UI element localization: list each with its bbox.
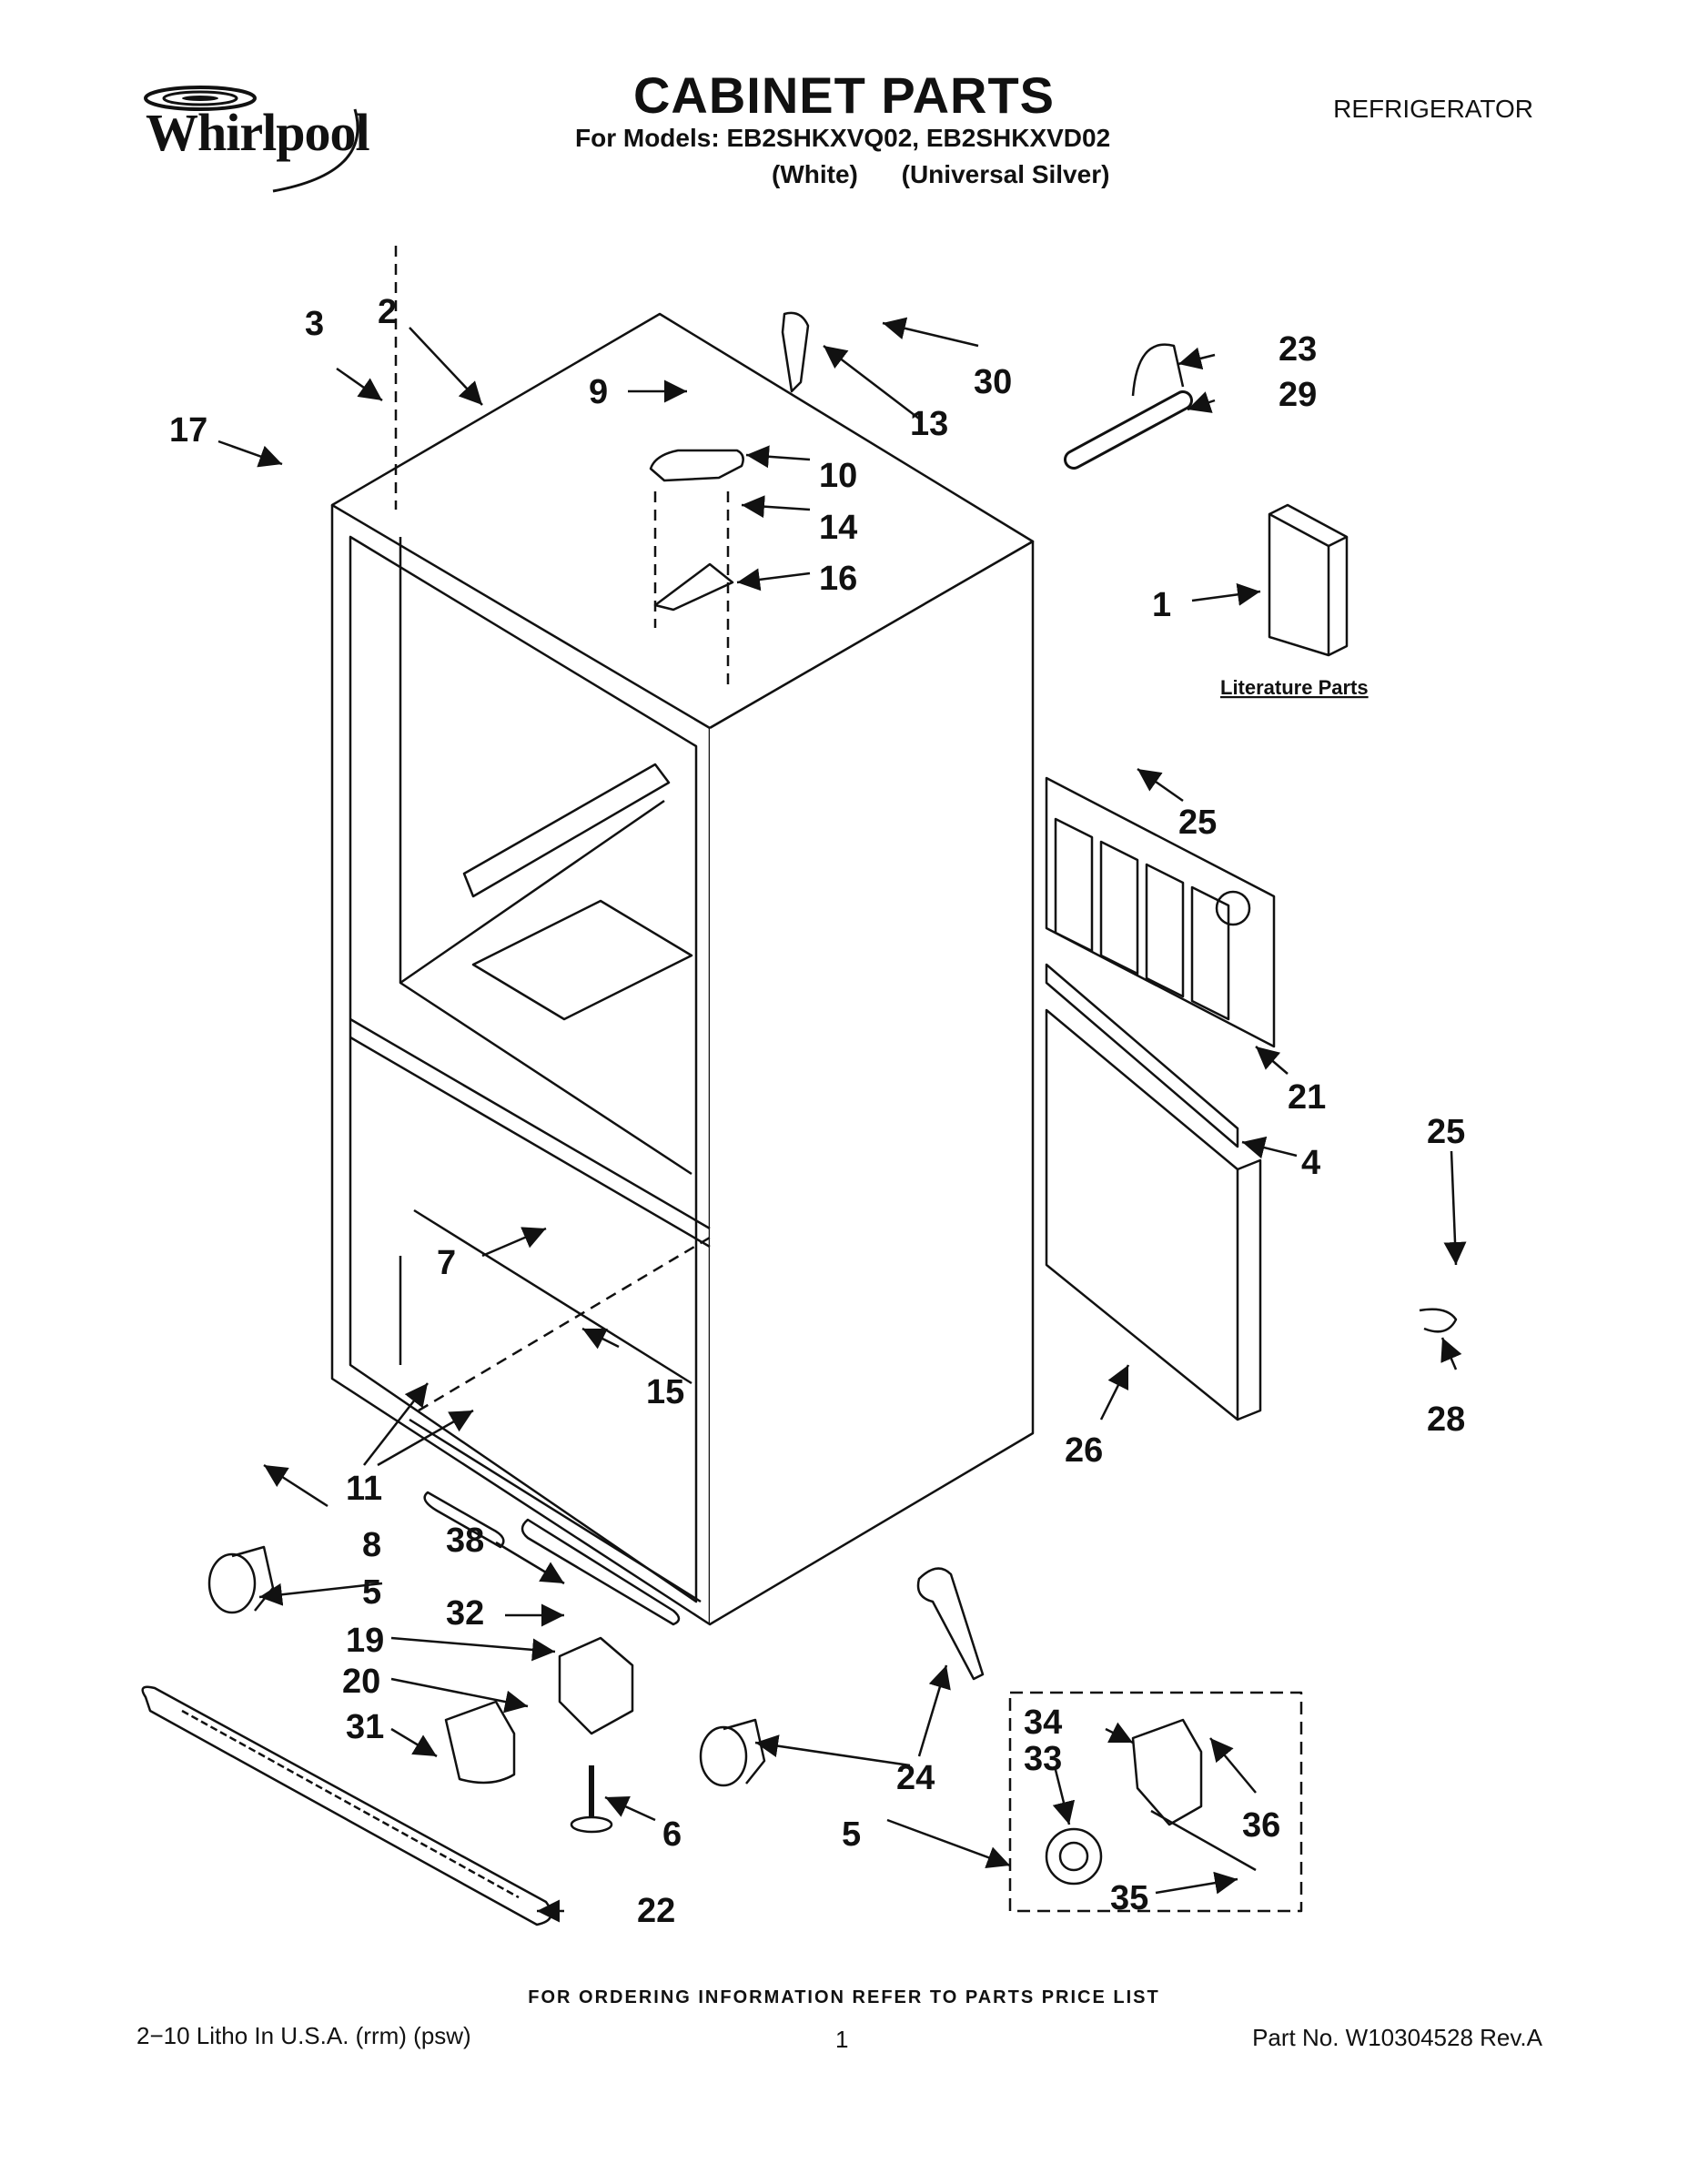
callout-21: 21: [1288, 1078, 1326, 1117]
callout-3: 3: [305, 305, 324, 343]
literature-parts-label: Literature Parts: [1220, 676, 1369, 699]
callout-17: 17: [169, 411, 207, 450]
callout-36: 36: [1242, 1806, 1280, 1845]
literature-booklet: [1268, 512, 1330, 657]
door-handle: [916, 1567, 985, 1681]
appliance-category: REFRIGERATOR: [1333, 95, 1533, 123]
page-number: 1: [835, 2026, 849, 2053]
callout-26: 26: [1065, 1431, 1103, 1470]
callout-38: 38: [446, 1522, 484, 1560]
caster-left: [207, 1552, 257, 1614]
hinge-cover-part: [649, 449, 744, 482]
callout-15: 15: [646, 1373, 684, 1411]
hinge-pin-part: [781, 311, 810, 393]
models-line: For Models: EB2SHKXVQ02, EB2SHKXVD02: [575, 124, 1111, 152]
callout-31: 31: [346, 1708, 384, 1746]
whirlpool-logo-swirl: [144, 86, 359, 193]
model-variants: (White) (Universal Silver): [772, 160, 1146, 189]
part-number: Part No. W10304528 Rev.A: [1252, 2024, 1542, 2051]
page-title: CABINET PARTS: [632, 66, 1056, 124]
callout-19: 19: [346, 1622, 384, 1660]
ordering-note: FOR ORDERING INFORMATION REFER TO PARTS …: [528, 1987, 1160, 2007]
callout-8: 8: [362, 1526, 381, 1564]
callout-32: 32: [446, 1594, 484, 1633]
callout-2: 2: [378, 293, 397, 331]
leg-cover: [444, 1700, 516, 1785]
brand-logo: Whirlpool: [146, 103, 370, 162]
variant-universal-silver: (Universal Silver): [901, 160, 1110, 188]
callout-13: 13: [910, 405, 948, 443]
callout-23: 23: [1279, 330, 1317, 369]
caster-center: [699, 1725, 748, 1787]
tube-clamp: [1419, 1308, 1458, 1333]
upper-hinge-part: [653, 562, 734, 612]
callout-9: 9: [589, 373, 608, 411]
callout-29: 29: [1279, 376, 1317, 414]
roller-kit-box: [1008, 1691, 1303, 1913]
callout-5-left: 5: [362, 1573, 381, 1612]
toe-panel: [1045, 1008, 1239, 1421]
cabinet-body: [330, 312, 1035, 1626]
callout-5-center: 5: [842, 1815, 861, 1854]
callout-33: 33: [1024, 1740, 1062, 1778]
variant-white: (White): [772, 160, 858, 188]
leveler-bracket: [558, 1636, 634, 1735]
callout-25-right: 25: [1427, 1113, 1465, 1151]
callout-34: 34: [1024, 1704, 1062, 1742]
callout-30: 30: [974, 363, 1012, 401]
callout-4: 4: [1301, 1144, 1320, 1182]
callout-22: 22: [637, 1892, 675, 1930]
callout-24: 24: [896, 1759, 935, 1797]
callout-7: 7: [437, 1244, 456, 1282]
callout-25-top: 25: [1178, 804, 1217, 842]
callout-20: 20: [342, 1663, 380, 1701]
callout-1: 1: [1152, 586, 1171, 624]
litho-info: 2−10 Litho In U.S.A. (rrm) (psw): [136, 2022, 471, 2049]
callout-28: 28: [1427, 1400, 1465, 1439]
callout-6: 6: [662, 1815, 682, 1854]
callout-16: 16: [819, 560, 857, 598]
callout-35: 35: [1110, 1879, 1148, 1917]
callout-14: 14: [819, 509, 857, 547]
callout-10: 10: [819, 457, 857, 495]
callout-11: 11: [346, 1470, 382, 1508]
seal-strip: [1045, 963, 1239, 1148]
